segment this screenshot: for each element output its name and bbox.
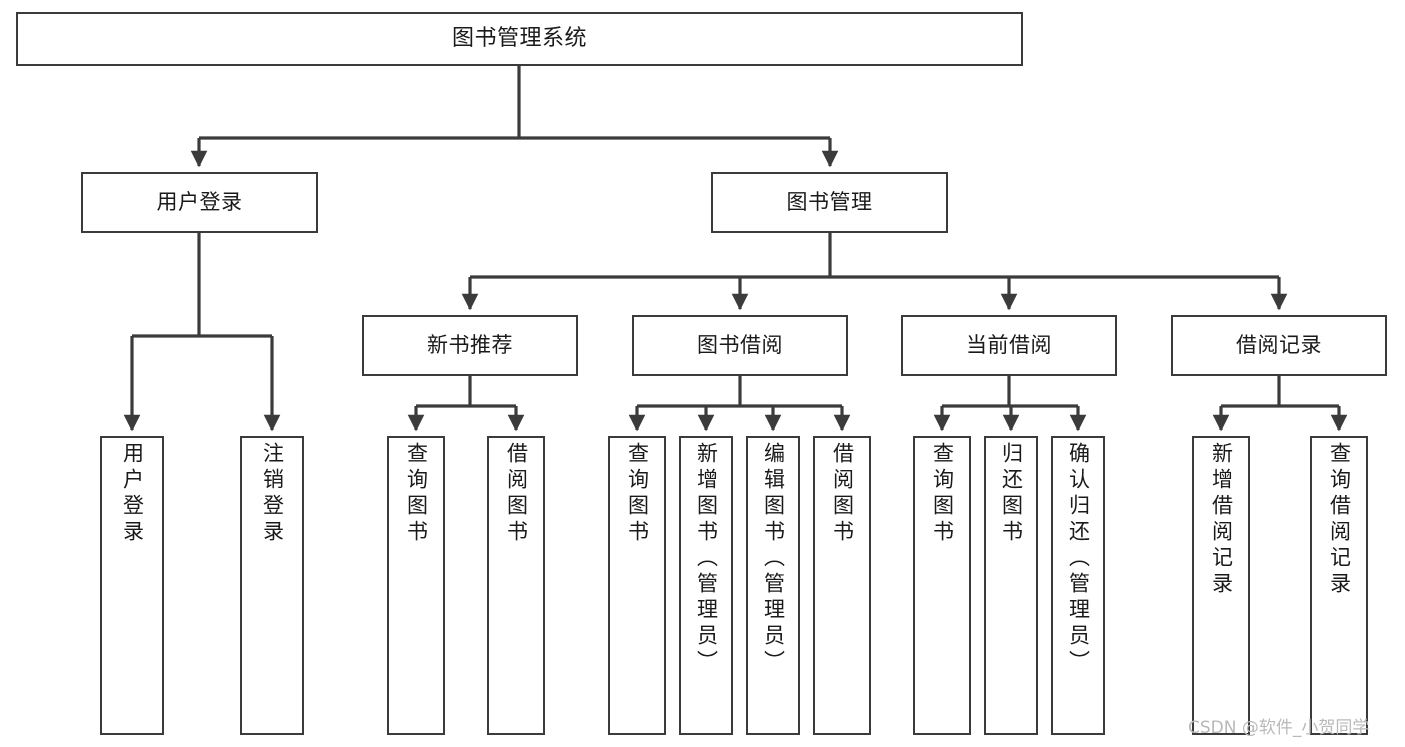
node-book-borrow-label: 图书借阅: [697, 332, 783, 357]
node-new-book-recommend-label: 新书推荐: [427, 332, 513, 357]
node-root-label: 图书管理系统: [451, 25, 587, 51]
node-leaf-confirm-return-label: 确认归还（管理员）: [1066, 442, 1091, 676]
node-user-login-label: 用户登录: [156, 189, 243, 214]
node-leaf-add-record[interactable]: 新增借阅记录: [1192, 436, 1250, 735]
node-book-management-label: 图书管理: [786, 189, 873, 214]
node-leaf-query-book-2-label: 查询图书: [625, 442, 650, 546]
node-leaf-query-book-3-label: 查询图书: [930, 442, 955, 546]
node-leaf-borrow-book-2-label: 借阅图书: [830, 442, 855, 546]
node-root[interactable]: 图书管理系统: [16, 12, 1023, 66]
node-leaf-edit-book-label: 编辑图书（管理员）: [761, 442, 786, 676]
node-leaf-query-record-label: 查询借阅记录: [1327, 442, 1352, 598]
node-borrow-record-label: 借阅记录: [1236, 332, 1322, 357]
node-book-management[interactable]: 图书管理: [711, 172, 948, 233]
node-leaf-user-login[interactable]: 用户登录: [100, 436, 164, 735]
watermark: CSDN @软件_小贺同学: [1188, 718, 1370, 738]
node-book-borrow[interactable]: 图书借阅: [632, 315, 848, 376]
node-leaf-query-book-1-label: 查询图书: [404, 442, 429, 546]
node-leaf-query-book-2[interactable]: 查询图书: [608, 436, 666, 735]
node-leaf-add-book-label: 新增图书（管理员）: [694, 442, 719, 676]
node-borrow-record[interactable]: 借阅记录: [1171, 315, 1387, 376]
node-leaf-query-record[interactable]: 查询借阅记录: [1310, 436, 1368, 735]
node-leaf-borrow-book-1-label: 借阅图书: [504, 442, 529, 546]
node-user-login[interactable]: 用户登录: [81, 172, 318, 233]
node-leaf-edit-book[interactable]: 编辑图书（管理员）: [746, 436, 800, 735]
node-leaf-return-book[interactable]: 归还图书: [984, 436, 1038, 735]
node-leaf-add-book[interactable]: 新增图书（管理员）: [679, 436, 733, 735]
node-current-borrow[interactable]: 当前借阅: [901, 315, 1117, 376]
node-leaf-borrow-book-1[interactable]: 借阅图书: [487, 436, 545, 735]
node-leaf-borrow-book-2[interactable]: 借阅图书: [813, 436, 871, 735]
node-leaf-user-logout-label: 注销登录: [260, 442, 285, 546]
node-leaf-query-book-3[interactable]: 查询图书: [913, 436, 971, 735]
node-leaf-query-book-1[interactable]: 查询图书: [387, 436, 445, 735]
node-leaf-user-logout[interactable]: 注销登录: [240, 436, 304, 735]
node-leaf-user-login-label: 用户登录: [120, 442, 145, 546]
node-new-book-recommend[interactable]: 新书推荐: [362, 315, 578, 376]
node-current-borrow-label: 当前借阅: [966, 332, 1052, 357]
node-leaf-confirm-return[interactable]: 确认归还（管理员）: [1051, 436, 1105, 735]
node-leaf-add-record-label: 新增借阅记录: [1209, 442, 1234, 598]
node-leaf-return-book-label: 归还图书: [999, 442, 1024, 546]
